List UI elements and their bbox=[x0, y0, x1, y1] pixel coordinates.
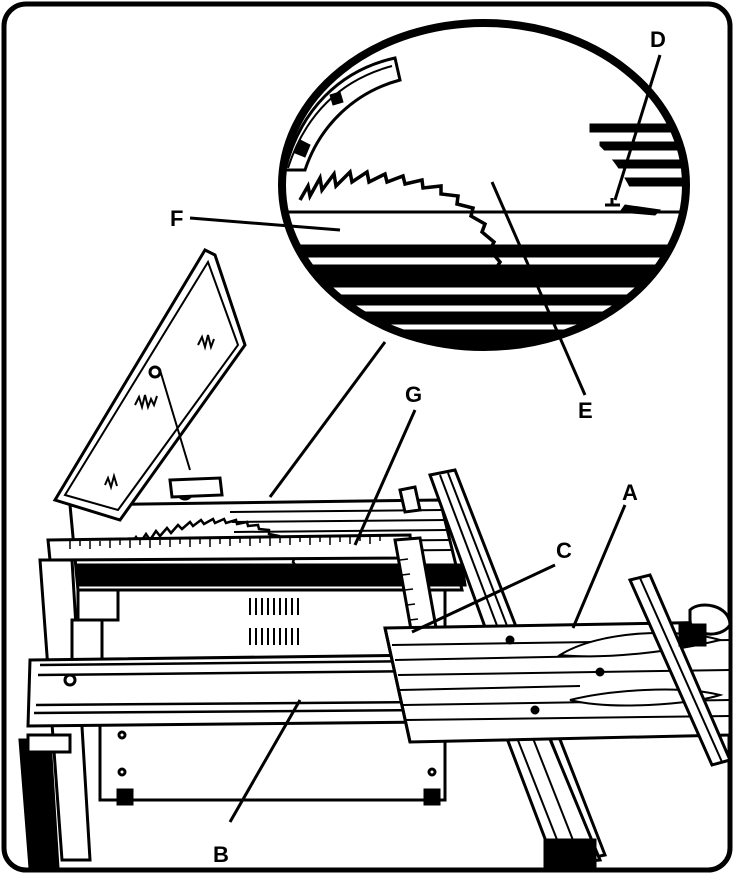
vent-slots-lower bbox=[249, 628, 299, 645]
label-c: C bbox=[556, 538, 572, 563]
leader-a bbox=[571, 504, 627, 629]
leader-oval bbox=[268, 341, 387, 498]
leader-c bbox=[411, 563, 556, 634]
label-a: A bbox=[622, 480, 638, 505]
blade-teeth-detail bbox=[298, 168, 503, 271]
leader-e bbox=[490, 181, 587, 396]
leader-g bbox=[353, 409, 417, 546]
workpiece-board bbox=[383, 573, 730, 767]
leader-b bbox=[228, 699, 302, 823]
detail-oval bbox=[278, 19, 690, 351]
vent-slots-upper bbox=[249, 598, 299, 615]
leader-lines bbox=[189, 54, 662, 823]
leader-d bbox=[613, 54, 662, 201]
label-f: F bbox=[170, 206, 183, 231]
label-b: B bbox=[213, 842, 229, 867]
leader-f bbox=[189, 216, 341, 232]
label-e: E bbox=[578, 398, 593, 423]
blade-guard bbox=[52, 248, 247, 522]
label-g: G bbox=[405, 382, 422, 407]
label-d: D bbox=[650, 27, 666, 52]
